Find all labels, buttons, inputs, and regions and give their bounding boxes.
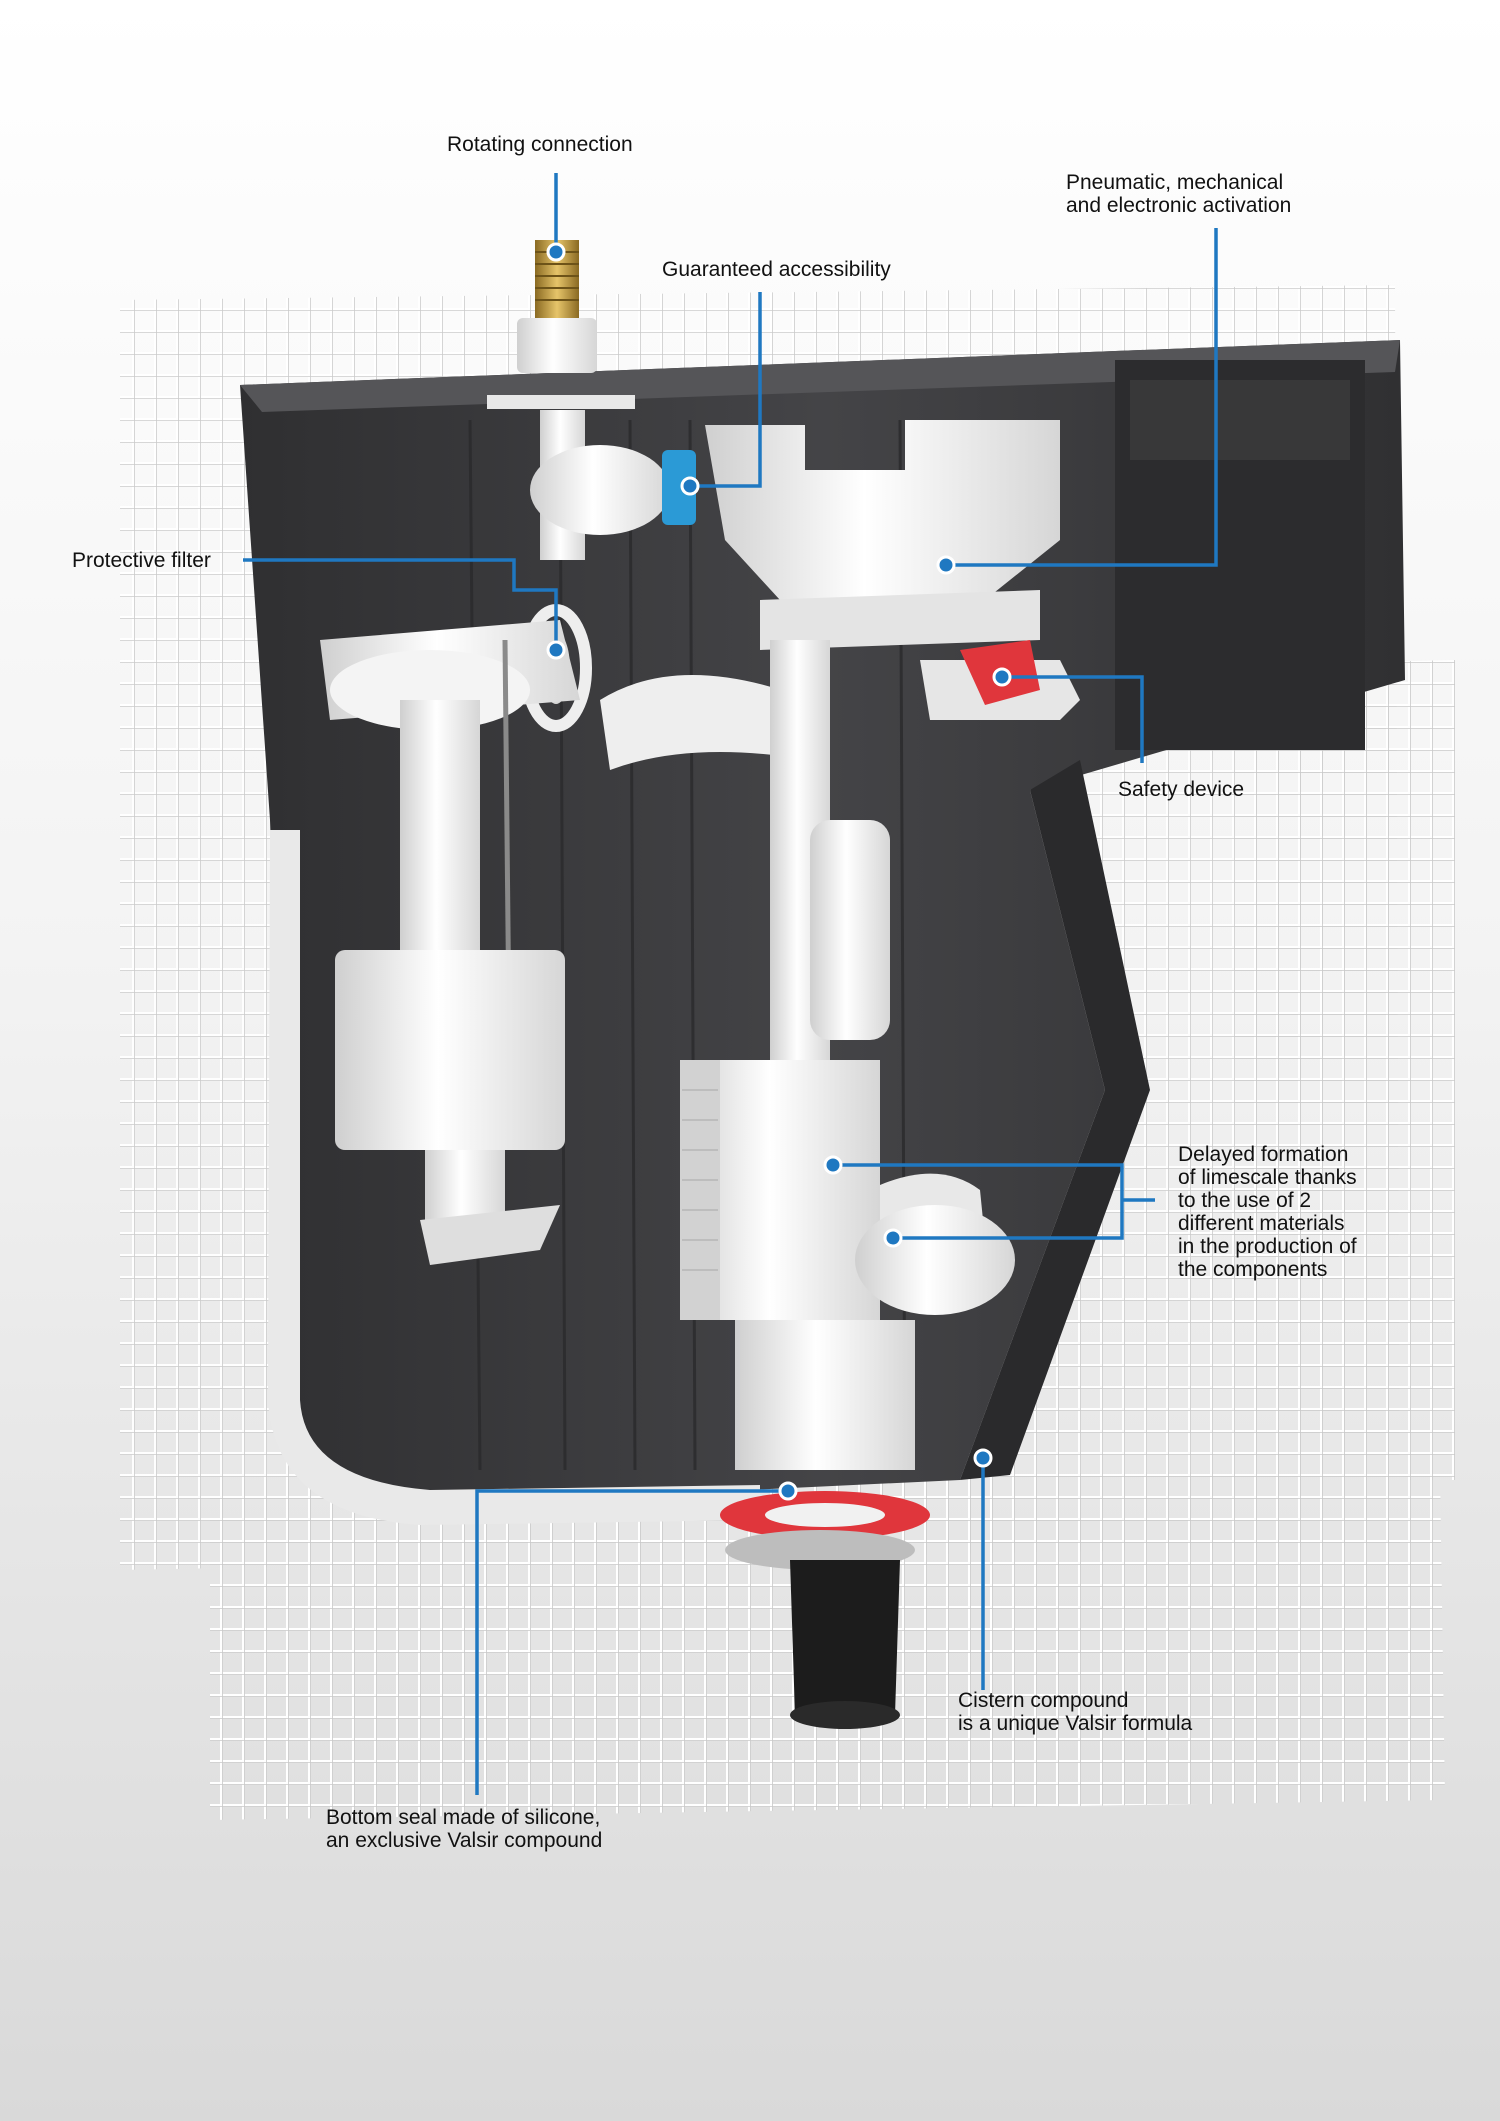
marker-guaranteed-accessibility xyxy=(680,476,700,496)
callout-safety-device: Safety device xyxy=(1118,778,1244,801)
callout-bottom-seal: Bottom seal made of silicone, an exclusi… xyxy=(326,1806,602,1852)
marker-pneumatic-activation xyxy=(936,555,956,575)
marker-bottom-seal xyxy=(778,1481,798,1501)
marker-limescale-a xyxy=(823,1155,843,1175)
callout-line: Pneumatic, mechanical xyxy=(1066,171,1284,194)
callout-line: and electronic activation xyxy=(1066,194,1292,217)
callout-line: Delayed formation xyxy=(1178,1143,1349,1166)
callout-line: Cistern compound xyxy=(958,1689,1129,1712)
callout-delayed-limescale: Delayed formation of limescale thanks to… xyxy=(1178,1143,1357,1281)
callout-pneumatic-activation: Pneumatic, mechanical and electronic act… xyxy=(1066,171,1291,217)
marker-cistern-compound xyxy=(973,1448,993,1468)
flush-valve xyxy=(600,420,1080,1729)
callout-line: different materials xyxy=(1178,1212,1345,1235)
callout-line: Bottom seal made of silicone, xyxy=(326,1806,601,1829)
callout-line: is a unique Valsir formula xyxy=(958,1712,1193,1735)
marker-protective-filter xyxy=(546,640,566,660)
callout-line: the components xyxy=(1178,1258,1328,1281)
callout-line: Rotating connection xyxy=(447,133,633,156)
callout-protective-filter: Protective filter xyxy=(72,549,211,572)
callout-line: Guaranteed accessibility xyxy=(662,258,891,281)
fill-valve xyxy=(320,620,580,1265)
callout-line: Protective filter xyxy=(72,549,211,572)
callout-rotating-connection: Rotating connection xyxy=(447,133,633,156)
callout-cistern-compound: Cistern compound is a unique Valsir form… xyxy=(958,1689,1192,1735)
marker-rotating-connection xyxy=(546,242,566,262)
marker-limescale-b xyxy=(883,1228,903,1248)
marker-safety-device xyxy=(992,667,1012,687)
callout-leader-lines xyxy=(243,173,1218,1795)
callout-line: of limescale thanks xyxy=(1178,1166,1357,1189)
callout-guaranteed-accessibility: Guaranteed accessibility xyxy=(662,258,891,281)
callout-markers xyxy=(546,242,1012,1501)
callout-line: an exclusive Valsir compound xyxy=(326,1829,603,1852)
callout-line: Safety device xyxy=(1118,778,1245,801)
rotating-connection-part xyxy=(487,240,696,560)
callout-line: to the use of 2 xyxy=(1178,1189,1312,1212)
callout-line: in the production of xyxy=(1178,1235,1357,1258)
